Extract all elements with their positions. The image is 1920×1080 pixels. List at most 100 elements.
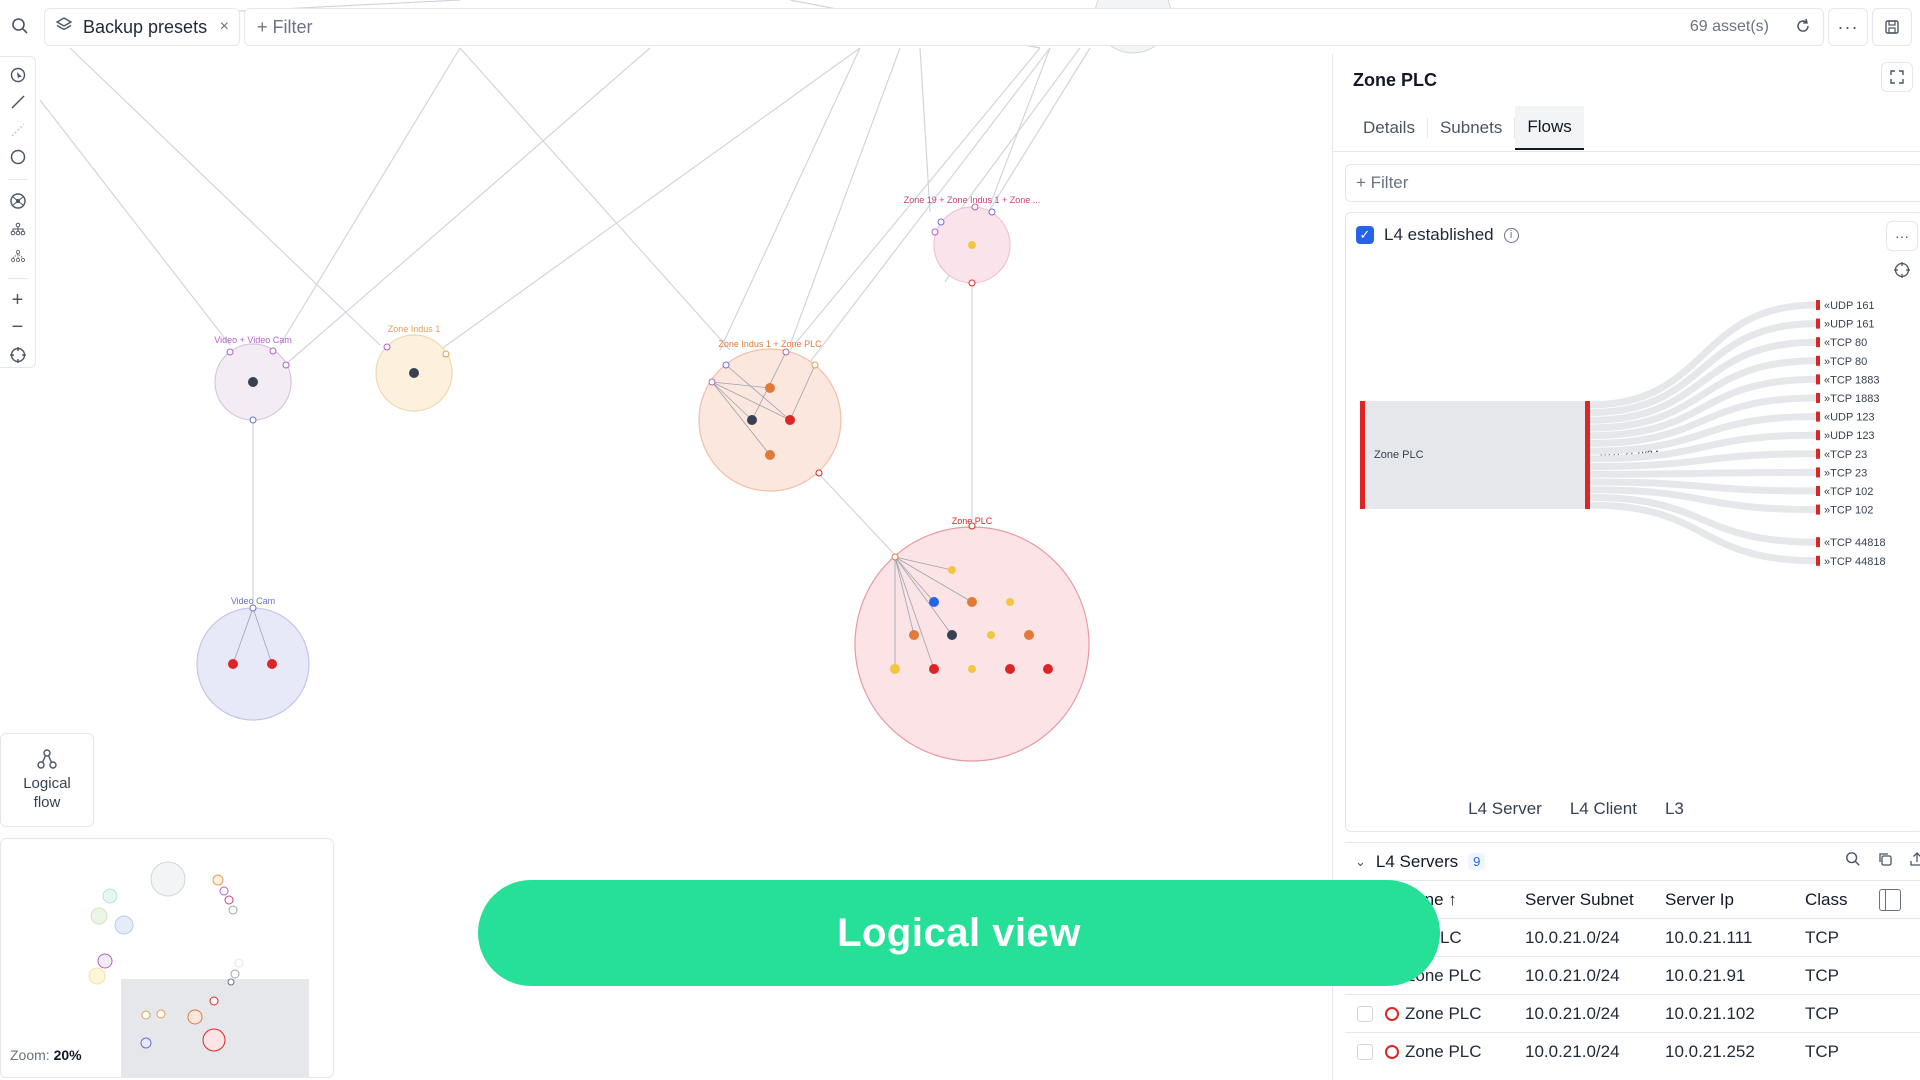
sankey-flow[interactable] bbox=[1589, 338, 1817, 424]
sankey-flow[interactable] bbox=[1589, 468, 1817, 478]
sankey-flow[interactable] bbox=[1589, 486, 1817, 514]
sankey-flow[interactable] bbox=[1589, 394, 1817, 447]
drawing-toolbar: + − bbox=[0, 56, 36, 368]
graph-canvas[interactable]: Video + Video Cam Zone Indus 1 Zone Indu… bbox=[0, 0, 1332, 1080]
sankey-target-label[interactable]: «TCP 80 bbox=[1824, 337, 1867, 349]
network-icon[interactable] bbox=[4, 190, 32, 213]
zone-video-video-cam[interactable]: Video + Video Cam bbox=[214, 335, 292, 424]
sankey-flow[interactable] bbox=[1589, 431, 1817, 463]
zoom-out-icon[interactable]: − bbox=[11, 316, 24, 339]
tab-flows[interactable]: Flows bbox=[1515, 106, 1584, 150]
minimap-graph bbox=[88, 861, 309, 1077]
zone-19-indus-1[interactable]: Zone 19 + Zone Indus 1 + Zone ... bbox=[904, 195, 1041, 287]
sankey-flow[interactable] bbox=[1589, 450, 1817, 471]
sankey-flow[interactable] bbox=[1589, 301, 1817, 409]
zone-video-cam[interactable]: Video Cam bbox=[196, 596, 310, 721]
circle-icon[interactable] bbox=[4, 145, 32, 168]
target-icon[interactable] bbox=[4, 344, 32, 367]
tab-details[interactable]: Details bbox=[1363, 118, 1415, 137]
sankey-flow[interactable] bbox=[1589, 413, 1817, 455]
info-icon[interactable]: i bbox=[1503, 227, 1519, 243]
minimap[interactable]: Zoom: 20% bbox=[0, 838, 334, 1078]
filter-bar[interactable]: + Filter 69 asset(s) bbox=[244, 8, 1824, 46]
sankey-flow[interactable] bbox=[1589, 357, 1817, 432]
dashed-line-icon[interactable] bbox=[4, 118, 32, 141]
refresh-icon[interactable] bbox=[1790, 12, 1816, 40]
close-icon[interactable]: × bbox=[219, 18, 229, 35]
row-checkbox[interactable] bbox=[1357, 1043, 1373, 1060]
backup-presets-chip[interactable]: Backup presets × bbox=[44, 8, 240, 46]
zone-label: Zone 19 + Zone Indus 1 + Zone ... bbox=[904, 195, 1041, 205]
export-icon[interactable] bbox=[1909, 851, 1920, 872]
zone-label: Video + Video Cam bbox=[214, 335, 291, 345]
sankey-target-label[interactable]: «TCP 44818 bbox=[1824, 537, 1886, 549]
zone-indus-1-plc[interactable]: Zone Indus 1 + Zone PLC bbox=[698, 339, 842, 492]
sankey-flow[interactable] bbox=[1589, 478, 1817, 495]
sankey-targets: «UDP 161 »UDP 161 «TCP 80 »TCP 80 «TCP 1883 »… bbox=[1816, 300, 1886, 568]
sankey-target-label[interactable]: «UDP 123 bbox=[1824, 412, 1875, 424]
select-icon[interactable] bbox=[4, 63, 32, 86]
row-checkbox[interactable] bbox=[1357, 1005, 1373, 1022]
tab-subnets[interactable]: Subnets bbox=[1439, 118, 1503, 137]
table-row[interactable]: Zone PLC 10.0.21.0/24 10.0.21.102 TCP bbox=[1345, 994, 1920, 1032]
filter-label[interactable]: + Filter bbox=[257, 16, 313, 37]
l4-servers-header[interactable]: ⌄ L4 Servers 9 bbox=[1345, 842, 1920, 880]
more-icon: ··· bbox=[1837, 16, 1859, 37]
sankey-source-edge bbox=[1360, 401, 1365, 509]
sankey-target-label[interactable]: «TCP 102 bbox=[1824, 486, 1873, 498]
col-class[interactable]: Class bbox=[1805, 889, 1848, 909]
zone-status-icon bbox=[1385, 1044, 1399, 1059]
row-class: TCP bbox=[1805, 965, 1839, 985]
l4-established-toggle[interactable]: ✓ L4 established i bbox=[1356, 225, 1519, 245]
card-more-button[interactable]: ··· bbox=[1886, 221, 1918, 251]
col-server-ip[interactable]: Server Ip bbox=[1665, 889, 1734, 909]
row-ip: 10.0.21.252 bbox=[1665, 1041, 1755, 1061]
columns-icon[interactable] bbox=[1879, 888, 1901, 911]
col-server-subnet[interactable]: Server Subnet bbox=[1525, 889, 1634, 909]
sankey-target-label[interactable]: «UDP 161 bbox=[1824, 300, 1875, 312]
zone-plc[interactable]: Zone PLC bbox=[854, 516, 1090, 762]
sankey-target-label[interactable]: «TCP 23 bbox=[1824, 449, 1867, 461]
search-icon[interactable] bbox=[6, 12, 34, 40]
zone-indus-1[interactable]: Zone Indus 1 bbox=[375, 324, 453, 412]
save-button[interactable] bbox=[1872, 8, 1912, 46]
sankey-source-bar[interactable] bbox=[1360, 401, 1590, 509]
sankey-flow[interactable] bbox=[1589, 501, 1817, 565]
legend-l4-client[interactable]: L4 Client bbox=[1569, 799, 1637, 818]
asset-count: 69 asset(s) bbox=[1689, 18, 1769, 35]
sankey-target-label[interactable]: »UDP 161 bbox=[1824, 319, 1875, 331]
tree-icon[interactable] bbox=[4, 217, 32, 240]
tree-alt-icon[interactable] bbox=[4, 244, 32, 267]
sankey-target-marker bbox=[1816, 318, 1820, 329]
flow-legend: L4 Server L4 Client L3 bbox=[1346, 799, 1920, 819]
target-icon[interactable] bbox=[1886, 255, 1918, 285]
zoom-in-icon[interactable]: + bbox=[11, 288, 24, 311]
flows-card: ✓ L4 established i ··· Zone PLC 10.0.21.… bbox=[1345, 212, 1920, 832]
row-class: TCP bbox=[1805, 1003, 1839, 1023]
legend-l3[interactable]: L3 bbox=[1664, 799, 1684, 818]
more-options-button[interactable]: ··· bbox=[1828, 8, 1868, 46]
logical-flow-button[interactable]: Logical flow bbox=[0, 733, 94, 827]
chevron-down-icon[interactable]: ⌄ bbox=[1355, 853, 1366, 869]
expand-icon[interactable] bbox=[1881, 62, 1913, 92]
sankey-target-label[interactable]: »TCP 1883 bbox=[1824, 393, 1879, 405]
sankey-target-label[interactable]: »TCP 80 bbox=[1824, 356, 1867, 368]
sankey-source-label: Zone PLC bbox=[1374, 449, 1424, 461]
sankey-flow[interactable] bbox=[1589, 375, 1817, 440]
sankey-target-label[interactable]: »TCP 102 bbox=[1824, 505, 1873, 517]
sankey-flow[interactable] bbox=[1589, 320, 1817, 417]
tab-divider bbox=[1514, 118, 1516, 138]
checkbox-checked[interactable]: ✓ bbox=[1356, 226, 1374, 244]
sankey-flow[interactable] bbox=[1589, 493, 1817, 546]
flow-sankey[interactable]: Zone PLC 10.0.21.0/24 «UDP 161»UDP 161«T… bbox=[1346, 283, 1920, 583]
sankey-target-label[interactable]: »TCP 44818 bbox=[1824, 556, 1886, 568]
sankey-target-label[interactable]: «TCP 1883 bbox=[1824, 374, 1879, 386]
legend-l4-server[interactable]: L4 Server bbox=[1468, 799, 1542, 818]
table-row[interactable]: Zone PLC 10.0.21.0/24 10.0.21.252 TCP bbox=[1345, 1032, 1920, 1070]
sankey-target-label[interactable]: »TCP 23 bbox=[1824, 467, 1867, 479]
panel-filter[interactable]: + Filter bbox=[1345, 164, 1920, 202]
sankey-target-label[interactable]: »UDP 123 bbox=[1824, 430, 1875, 442]
copy-icon[interactable] bbox=[1877, 851, 1893, 872]
search-icon[interactable] bbox=[1845, 851, 1861, 872]
line-icon[interactable] bbox=[4, 90, 32, 113]
